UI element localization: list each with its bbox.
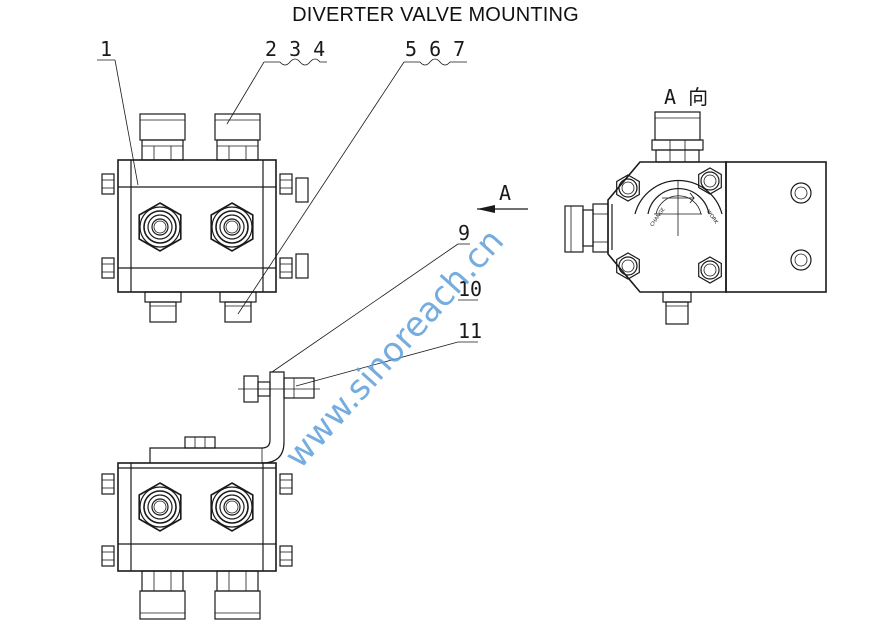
top-fitting-left [139,113,186,161]
bottom-fitting-left [139,570,186,620]
view-a: CHANGE WORK [564,111,827,325]
dial-label-right: WORK [705,209,719,226]
callout-10: 10 [458,277,482,301]
port-nut-a [138,202,182,252]
mounting-plate [725,161,827,293]
port-nut-d [210,482,254,532]
callout-234: 2 3 4 [265,37,325,61]
arrow-label: A [499,181,511,205]
leader-234: 2 3 4 [226,37,327,125]
dial-label-left: CHANGE [649,207,666,228]
leader-1: 1 [97,37,139,186]
bottom-fitting-right [214,570,261,620]
port-nut-b [210,202,254,252]
leader-9: 9 [271,221,470,373]
page-title: DIVERTER VALVE MOUNTING [292,4,579,26]
view-arrow-a: A [477,181,528,213]
bottom-valve-view [101,371,320,620]
callout-9: 9 [458,221,470,245]
callout-567: 5 6 7 [405,37,465,61]
callout-11: 11 [458,319,482,343]
callout-1: 1 [100,37,112,61]
top-fitting-right [214,113,261,161]
view-label: A 向 [664,85,708,109]
top-valve-view [101,113,309,323]
valve-body-top [117,159,277,293]
port-nut-c [138,482,182,532]
selector-dial: CHANGE WORK [634,179,723,236]
valve-body-bottom [117,462,277,572]
watermark: www.sinoreach.cn [277,221,512,476]
leader-567: 5 6 7 [237,37,467,315]
leader-10-11: 10 11 [295,277,482,387]
